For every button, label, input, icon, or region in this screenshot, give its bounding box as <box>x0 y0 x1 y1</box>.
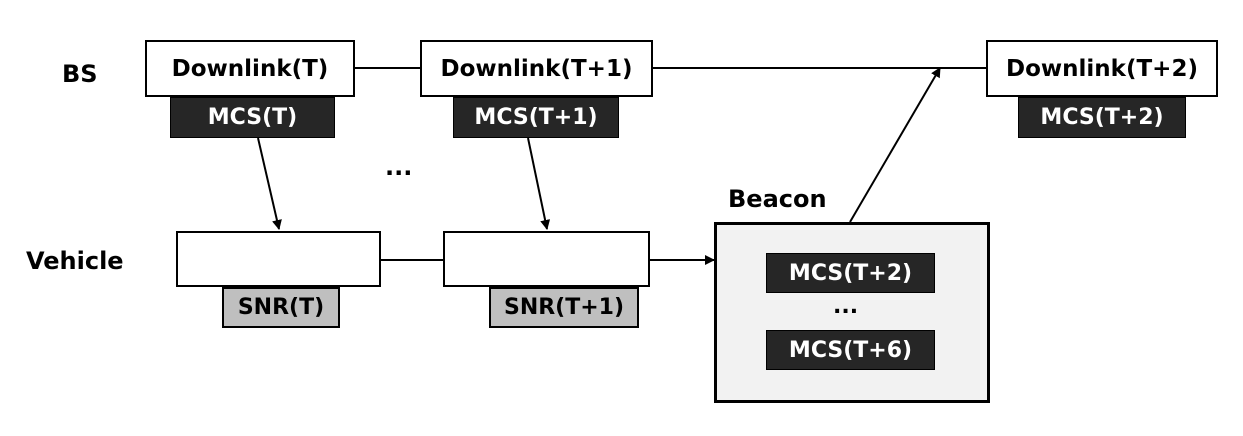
mcs-t2-tag: MCS(T+2) <box>1018 97 1186 138</box>
beacon-ellipsis: ... <box>833 294 859 319</box>
snr-t1-tag: SNR(T+1) <box>489 287 639 328</box>
beacon-box <box>714 222 990 403</box>
vehicle-box-t1 <box>443 231 650 287</box>
downlink-t1-box: Downlink(T+1) <box>420 40 653 97</box>
downlink-t2-box: Downlink(T+2) <box>986 40 1218 97</box>
mcs-t-tag: MCS(T) <box>170 97 335 138</box>
beacon-title: Beacon <box>728 185 827 213</box>
timeline-ellipsis: ... <box>385 153 413 181</box>
bs-row-label: BS <box>62 60 98 88</box>
downlink-t-box: Downlink(T) <box>145 40 355 97</box>
beacon-mcs-last: MCS(T+6) <box>766 330 935 370</box>
arrow-mcs-t1-to-vehicle <box>527 137 551 230</box>
snr-t-tag: SNR(T) <box>222 287 340 328</box>
mcs-t1-tag: MCS(T+1) <box>453 97 619 138</box>
vehicle-row-label: Vehicle <box>26 247 124 275</box>
arrow-beacon-to-bs <box>849 67 941 223</box>
arrow-mcs-t-to-vehicle <box>257 137 282 230</box>
beacon-mcs-first: MCS(T+2) <box>766 253 935 293</box>
vehicle-box-t <box>176 231 381 287</box>
